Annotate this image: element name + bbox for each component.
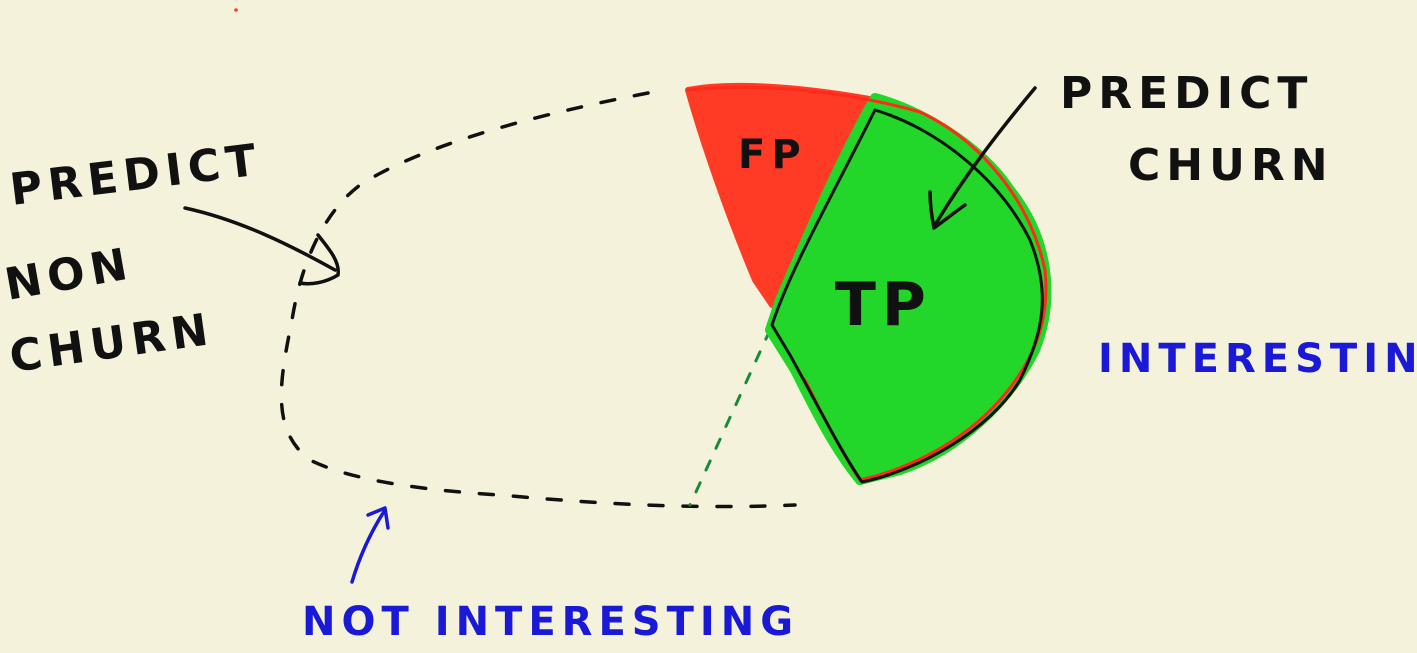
arrow-icon xyxy=(183,206,340,286)
predict-churn-label-line-1: PREDICT xyxy=(1060,68,1313,119)
interesting-label: INTERESTING xyxy=(1098,336,1417,382)
tp-label: TP xyxy=(835,270,932,340)
not-interesting-label: NOT INTERESTING xyxy=(302,599,799,645)
predict-non-churn-label-line-3: CHURN xyxy=(6,304,217,383)
predict-churn-label-line-2: CHURN xyxy=(1128,140,1334,191)
non-churn-region-outline xyxy=(279,91,797,509)
arrow-icon xyxy=(928,86,1037,230)
predict-non-churn-label-line-2: NON xyxy=(1,238,137,311)
predict-non-churn-label-line-1: PREDICT xyxy=(7,134,265,216)
predict-churn-border-black xyxy=(770,108,1044,484)
fp-label: FP xyxy=(738,132,807,178)
region-divider-dashed xyxy=(688,328,772,507)
arrow-icon xyxy=(350,506,390,584)
ink-speck xyxy=(234,8,238,12)
